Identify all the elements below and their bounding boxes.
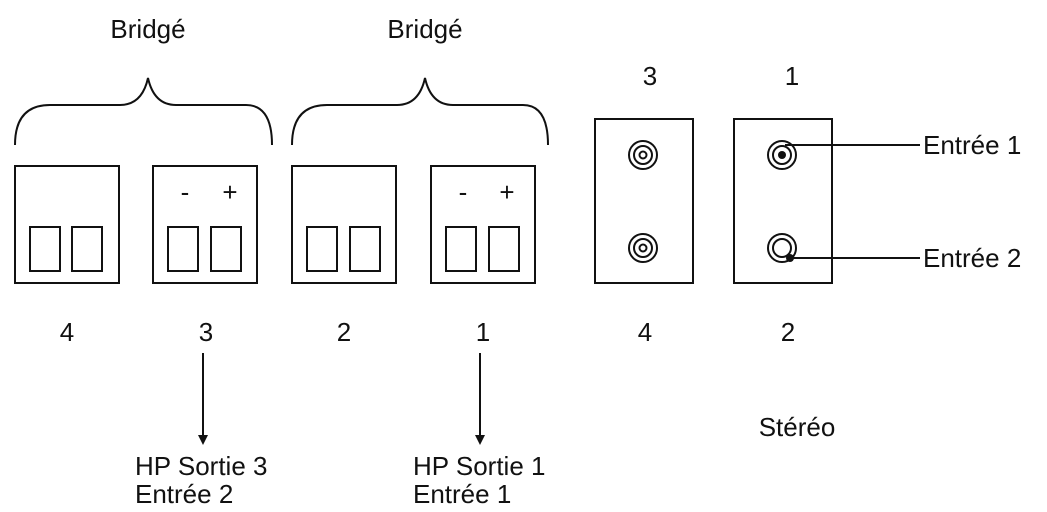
terminal-3-plus-mark: + [222,177,238,207]
speaker-terminal-3 [152,165,258,284]
rca-panel-1-2 [733,118,833,284]
output-3-line1: HP Sortie 3 [135,451,268,481]
stereo-label: Stéréo [758,412,836,442]
rca-panel-3-4 [594,118,694,284]
terminal-number-4: 4 [59,317,75,347]
bridge-label-right: Bridgé [387,14,463,44]
rca-jack-3 [628,140,658,170]
rca-number-4: 4 [637,317,653,347]
speaker-terminal-1 [430,165,536,284]
input-label-2: Entrée 2 [923,243,1022,273]
rca-jack-2 [767,233,797,263]
rca-number-2: 2 [780,317,796,347]
terminal-1-plus-mark: + [499,177,515,207]
rca-number-1: 1 [784,61,800,91]
speaker-terminal-4 [14,165,120,284]
terminal-1-minus-mark: - [458,177,468,207]
terminal-number-3: 3 [198,317,214,347]
output-1-line2: Entrée 1 [413,479,512,509]
rca-number-3: 3 [642,61,658,91]
speaker-terminal-2 [291,165,397,284]
terminal-number-1: 1 [475,317,491,347]
output-3-line2: Entrée 2 [135,479,234,509]
input-label-1: Entrée 1 [923,130,1022,160]
bridge-brace-left [14,77,273,146]
terminal-3-minus-mark: - [180,177,190,207]
rca-jack-1 [767,140,797,170]
rca-jack-4 [628,233,658,263]
bridge-brace-right [291,77,549,146]
terminal-number-2: 2 [336,317,352,347]
output-1-line1: HP Sortie 1 [413,451,546,481]
bridge-label-left: Bridgé [110,14,186,44]
